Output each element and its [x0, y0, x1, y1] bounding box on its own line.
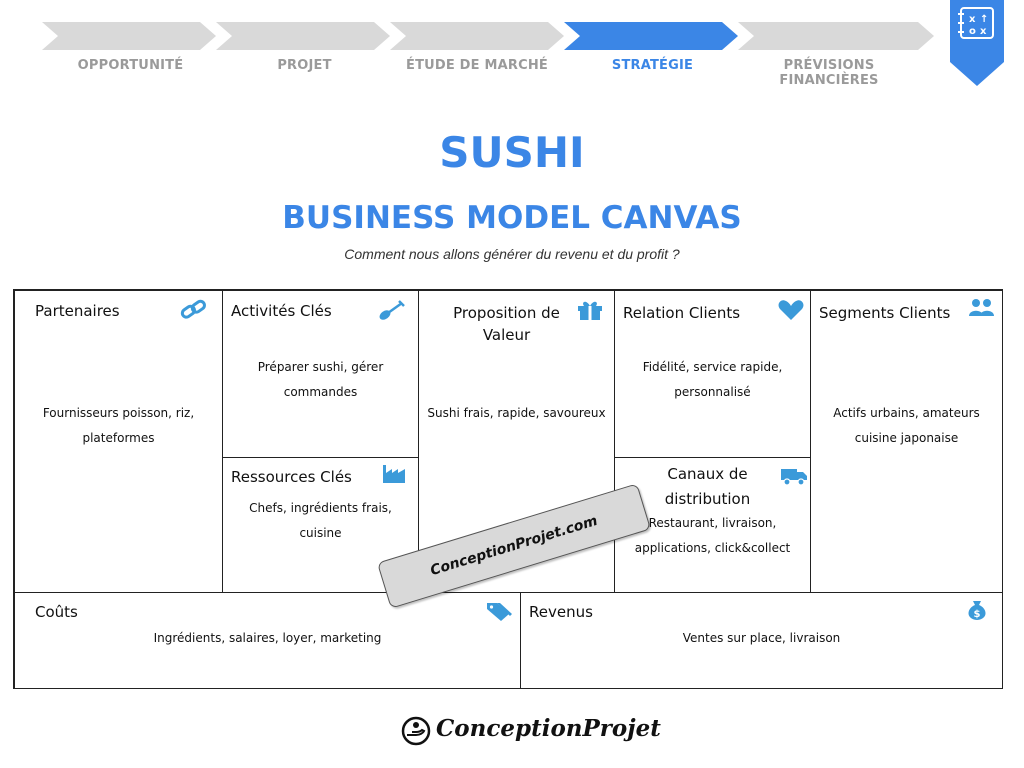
link-icon [180, 299, 206, 319]
step-arrow-2[interactable] [216, 22, 390, 50]
step-label-opportunite[interactable]: OPPORTUNITÉ [77, 58, 184, 73]
progress-arrows [42, 22, 934, 50]
cell-title-couts: Coûts [35, 603, 78, 621]
step-arrow-1[interactable] [42, 22, 216, 50]
logo-icon [401, 716, 431, 746]
truck-icon [781, 469, 807, 486]
cell-revenus: Revenus $ Ventes sur place, livraison [520, 592, 1003, 689]
cell-body-relation: Fidélité, service rapide, personnalisé [642, 360, 783, 399]
cell-body-segments: Actifs urbains, amateurs cuisine japonai… [833, 406, 980, 445]
gift-icon [578, 301, 602, 320]
step-label-etude[interactable]: ÉTUDE DE MARCHÉ [405, 58, 548, 73]
cell-title-ressources: Ressources Clés [231, 468, 352, 486]
cell-body-couts: Ingrédients, salaires, loyer, marketing [153, 631, 382, 645]
users-icon [969, 299, 994, 316]
progress-steps: OPPORTUNITÉ PROJET ÉTUDE DE MARCHÉ STRAT… [0, 0, 1024, 90]
cell-body-revenus: Ventes sur place, livraison [682, 631, 841, 645]
step-arrow-3[interactable] [390, 22, 564, 50]
cell-body-ressources: Chefs, ingrédients frais, cuisine [249, 501, 392, 540]
svg-text:$: $ [974, 609, 981, 620]
cell-title-relation: Relation Clients [623, 304, 741, 322]
step-arrow-4[interactable] [564, 22, 738, 50]
step-label-previsions[interactable]: PRÉVISIONS FINANCIÈRES [779, 58, 879, 88]
cell-relation: Relation Clients Fidélité, service rapid… [614, 290, 811, 458]
page-subtitle: Comment nous allons générer du revenu et… [344, 246, 680, 262]
tags-icon [487, 603, 512, 621]
svg-text:x: x [980, 26, 987, 37]
heart-icon [778, 300, 804, 320]
factory-icon [383, 465, 405, 483]
page-title: SUSHI [439, 128, 585, 177]
cell-title-proposition: Proposition de Valeur [453, 304, 560, 344]
footer-logo[interactable]: ConceptionProjet [400, 713, 661, 749]
cell-title-partenaires: Partenaires [35, 302, 120, 320]
svg-text:↑: ↑ [980, 14, 988, 25]
step-label-projet[interactable]: PROJET [277, 58, 332, 73]
step-arrow-5[interactable] [738, 22, 934, 50]
strategy-bookmark-icon: x ↑ o x [950, 0, 1004, 86]
cell-title-revenus: Revenus [529, 603, 593, 621]
cell-body-canaux: Restaurant, livraison, applications, cli… [634, 516, 791, 555]
money-bag-icon: $ [968, 601, 986, 620]
svg-text:x: x [969, 14, 976, 25]
cell-couts: Coûts Ingrédients, salaires, loyer, mark… [14, 592, 521, 689]
svg-text:o: o [969, 26, 976, 37]
cell-segments: Segments Clients Actifs urbains, amateur… [810, 290, 1003, 593]
logo-text: ConceptionProjet [436, 715, 661, 742]
step-label-strategie[interactable]: STRATÉGIE [611, 58, 694, 73]
cell-title-canaux: Canaux de distribution [664, 465, 751, 508]
cell-ressources: Ressources Clés Chefs, ingrédients frais… [222, 457, 419, 593]
cell-title-segments: Segments Clients [819, 304, 951, 322]
business-model-canvas: Partenaires Fournisseurs poisson, riz, p… [13, 289, 1003, 689]
cell-canaux: Canaux de distribution Restaurant, livra… [614, 457, 811, 593]
cell-title-activites: Activités Clés [231, 302, 332, 320]
canvas-title: BUSINESS MODEL CANVAS [282, 200, 742, 236]
cell-activites: Activités Clés Préparer sushi, gérer com… [222, 290, 419, 458]
cell-body-partenaires: Fournisseurs poisson, riz, plateformes [42, 406, 195, 445]
cell-body-proposition: Sushi frais, rapide, savoureux [427, 406, 606, 420]
shovel-icon [379, 300, 405, 320]
cell-partenaires: Partenaires Fournisseurs poisson, riz, p… [14, 290, 223, 593]
cell-body-activites: Préparer sushi, gérer commandes [257, 360, 384, 399]
